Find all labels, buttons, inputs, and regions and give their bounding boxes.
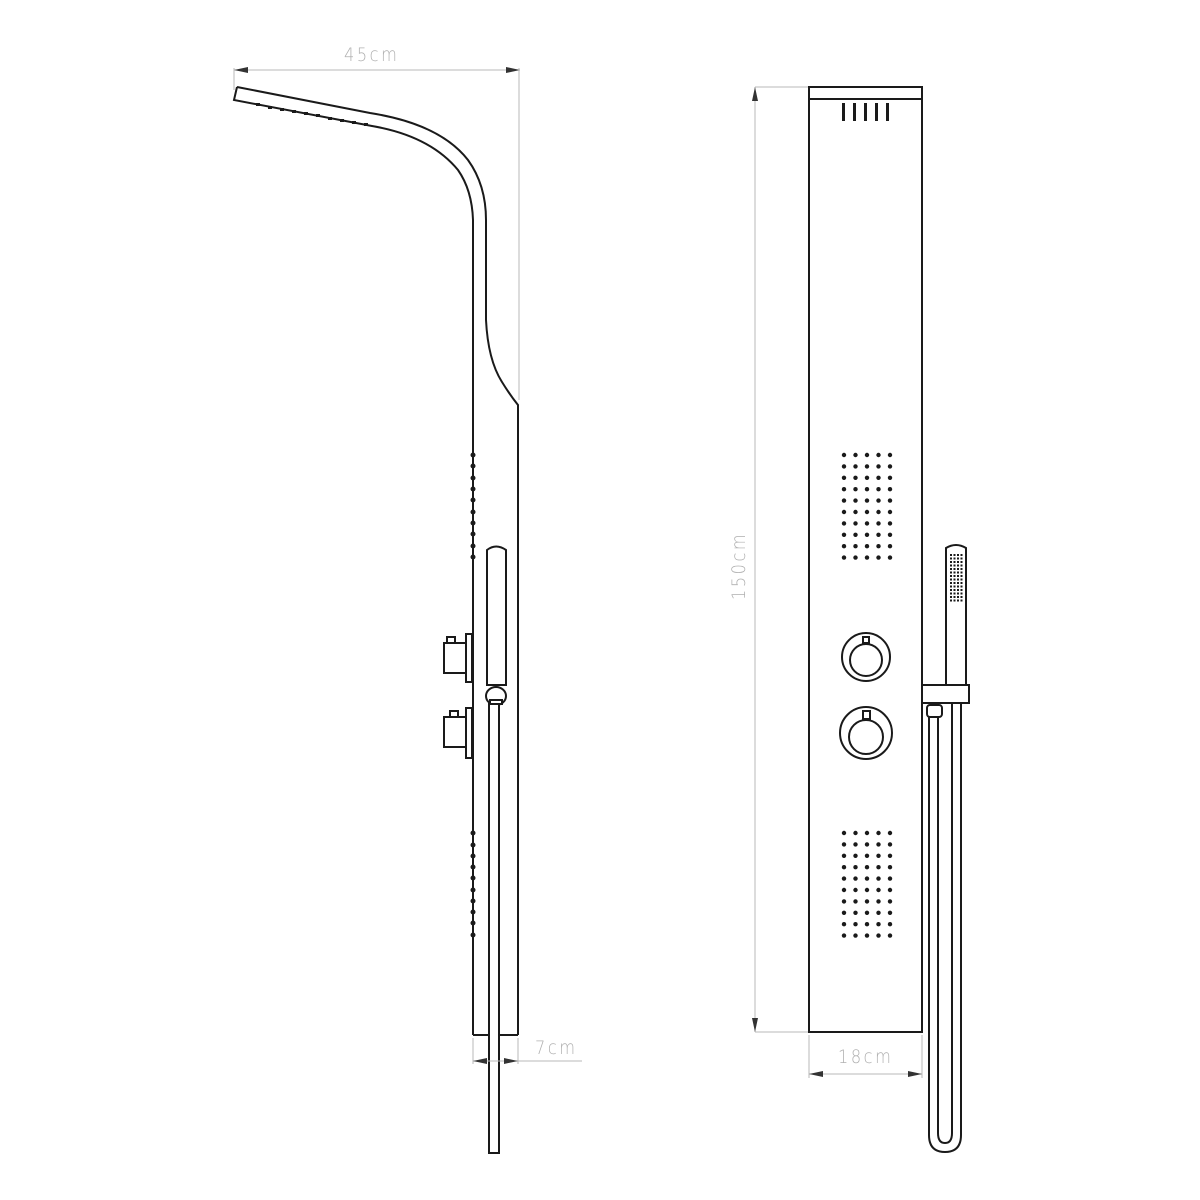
thermostat-knob-lower <box>443 707 473 759</box>
hose-loop-front <box>926 703 962 1154</box>
rain-shower-arm <box>232 86 519 1036</box>
dimension-width-18 <box>808 1035 923 1078</box>
dimension-height-150 <box>752 86 808 1033</box>
body-jets-lower <box>841 830 893 938</box>
side-view <box>232 67 582 1154</box>
control-dial-upper <box>841 632 891 682</box>
dimension-label-7cm: 7cm <box>535 1037 578 1059</box>
dimension-depth-7 <box>472 1038 582 1064</box>
dimension-label-45cm: 45cm <box>344 44 400 66</box>
control-dial-lower <box>839 706 893 760</box>
side-jets-lower <box>470 830 476 938</box>
hose-side <box>488 703 500 1154</box>
rain-head-nozzles <box>256 103 368 126</box>
dimension-label-18cm: 18cm <box>838 1046 894 1068</box>
dimension-width-45 <box>233 67 520 400</box>
top-vents <box>842 103 889 121</box>
panel-body-front <box>808 86 923 1033</box>
side-jets-upper <box>470 452 476 560</box>
body-jets-upper <box>841 452 893 560</box>
thermostat-knob-upper <box>443 633 473 683</box>
hand-shower-side <box>485 545 507 706</box>
dimension-label-150cm: 150cm <box>728 531 750 600</box>
front-view <box>752 86 970 1154</box>
hand-shower-nozzles <box>950 554 963 602</box>
